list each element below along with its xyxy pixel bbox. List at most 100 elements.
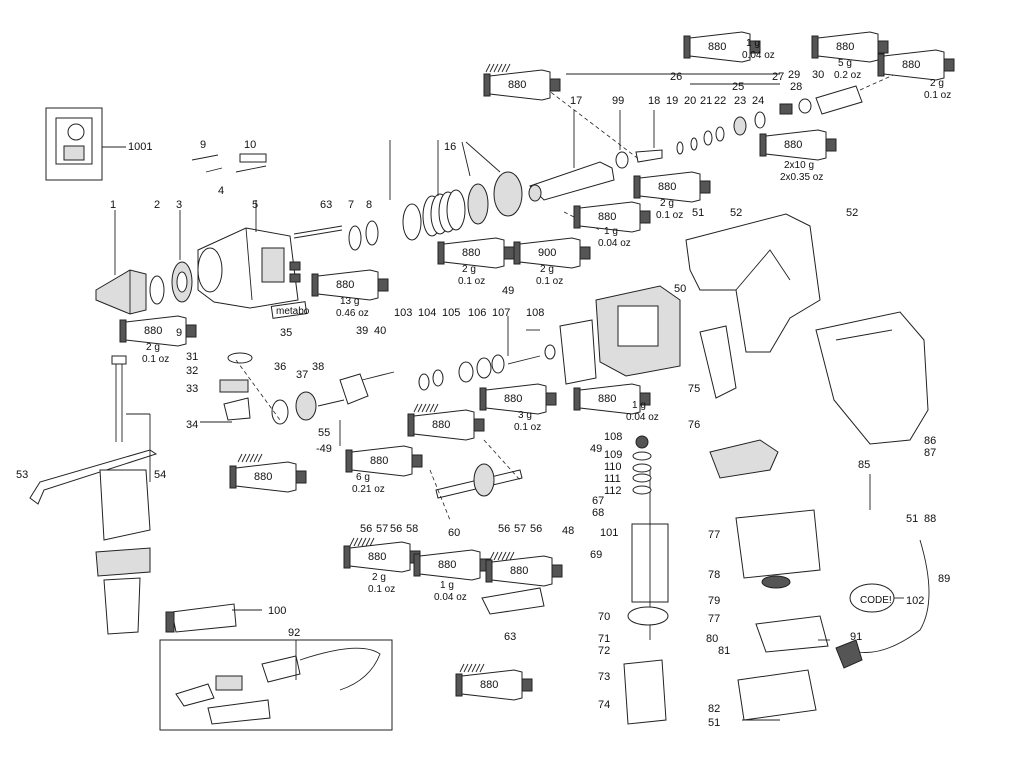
callout-50: 50 [674, 283, 686, 295]
grease-tube-8: 880 [437, 237, 515, 269]
leader-lines [114, 73, 871, 721]
callout-56d: 56 [530, 523, 542, 535]
callout-102: 102 [906, 595, 924, 607]
code-tag-part-102: CODE! [849, 583, 904, 613]
callout-27: 27 [772, 71, 784, 83]
callout-109: 109 [604, 449, 622, 461]
svg-text:880: 880 [432, 419, 450, 431]
amount-12-line-2: 0.04 oz [626, 412, 659, 423]
callout-10: 10 [244, 139, 256, 151]
grease-tube-16: 880 [229, 461, 307, 493]
callout-57b: 57 [514, 523, 526, 535]
callout-29: 29 [788, 69, 800, 81]
callout-38: 38 [312, 361, 324, 373]
amount-9-line-1: 13 g [340, 296, 359, 307]
amount-13-line-1: 6 g [356, 472, 370, 483]
callout-9b: 9 [176, 327, 182, 339]
callout-77a: 77 [708, 529, 720, 541]
callout-60: 60 [448, 527, 460, 539]
amount-4-line-2: 2x0.35 oz [780, 172, 823, 183]
shaft-part-60 [435, 463, 523, 499]
code-tag-label: CODE! [860, 595, 892, 606]
callout-32: 32 [186, 365, 198, 377]
callout-23: 23 [734, 95, 746, 107]
callout-52b: 52 [846, 207, 858, 219]
callout-56c: 56 [498, 523, 510, 535]
callout-37: 37 [296, 369, 308, 381]
callout-112: 112 [604, 485, 622, 497]
callout-21: 21 [700, 95, 712, 107]
handle-housing-part-85 [815, 311, 929, 445]
callout-20: 20 [684, 95, 696, 107]
callout-9a: 9 [200, 139, 206, 151]
callout-19: 19 [666, 95, 678, 107]
callout-2: 2 [154, 199, 160, 211]
callout-85: 85 [858, 459, 870, 471]
grease-tube-1: 880 [683, 31, 761, 63]
gasket-part-108 [559, 319, 597, 385]
housing-part-52 [685, 213, 821, 353]
amount-3-line-2: 0.1 oz [924, 90, 951, 101]
amount-9-line-2: 0.46 oz [336, 308, 369, 319]
callout-numbers: 1001 1 2 3 4 5 9 10 63 7 8 16 17 99 18 1… [16, 69, 950, 729]
callout-34: 34 [186, 419, 198, 431]
callout-39: 39 [356, 325, 368, 337]
amount-5-line-2: 0.1 oz [656, 210, 683, 221]
amount-10-line-1: 2 g [146, 342, 160, 353]
amount-2-line-2: 0.2 oz [834, 70, 861, 81]
amount-6-line-2: 0.04 oz [598, 238, 631, 249]
amount-13-line-2: 0.21 oz [352, 484, 385, 495]
amount-12-line-1: 1 g [632, 400, 646, 411]
grease-tube-3: 880 [877, 49, 955, 81]
callout-1001: 1001 [128, 141, 152, 153]
callout-104: 104 [418, 307, 436, 319]
amount-1-line-2: 0.04 oz [742, 50, 775, 61]
callout-86: 86 [924, 435, 936, 447]
amount-5-line-1: 2 g [660, 198, 674, 209]
callout-110: 110 [604, 461, 622, 473]
callout-16: 16 [444, 141, 456, 153]
callout-24: 24 [752, 95, 764, 107]
grease-tube-10: 880 [311, 269, 389, 301]
callout-108a: 108 [526, 307, 544, 319]
callout-8: 8 [366, 199, 372, 211]
callout-51c: 51 [708, 717, 720, 729]
callout-78: 78 [708, 569, 720, 581]
svg-text:880: 880 [368, 551, 386, 563]
callout-79: 79 [708, 595, 720, 607]
callout-91: 91 [850, 631, 862, 643]
callout-67: 67 [592, 495, 604, 507]
callout-69: 69 [590, 549, 602, 561]
amount-7-line-2: 0.1 oz [458, 276, 485, 287]
amount-7-line-1: 2 g [462, 264, 476, 275]
mechanism-parts-31-40 [219, 352, 395, 425]
side-handle-part-54 [95, 469, 151, 635]
amount-14-line-2: 0.1 oz [368, 584, 395, 595]
grease-tube-13: 880 [573, 383, 651, 415]
washers-part-19-24 [676, 111, 766, 155]
callout-75: 75 [688, 383, 700, 395]
callout-88: 88 [924, 513, 936, 525]
callout-56a: 56 [360, 523, 372, 535]
cylinder-part-28-30 [779, 85, 863, 115]
amount-14-line-1: 2 g [372, 572, 386, 583]
amount-4-line-1: 2x10 g [784, 160, 814, 171]
rings-part-7-8 [348, 220, 379, 251]
kit-box-92 [159, 639, 393, 731]
callout-92: 92 [288, 627, 300, 639]
svg-text:880: 880 [504, 393, 522, 405]
grease-tube-14: 880 [407, 409, 485, 441]
callout-77b: 77 [708, 613, 720, 625]
amount-8-line-2: 0.1 oz [536, 276, 563, 287]
tube-part-100 [165, 603, 237, 633]
callout-51a: 51 [692, 207, 704, 219]
callout-68: 68 [592, 507, 604, 519]
callout-103: 103 [394, 307, 412, 319]
callout-58: 58 [406, 523, 418, 535]
callout-52a: 52 [730, 207, 742, 219]
callout-40: 40 [374, 325, 386, 337]
callout-87: 87 [924, 447, 936, 459]
amount-11-line-2: 0.1 oz [514, 422, 541, 433]
callout-76: 76 [688, 419, 700, 431]
